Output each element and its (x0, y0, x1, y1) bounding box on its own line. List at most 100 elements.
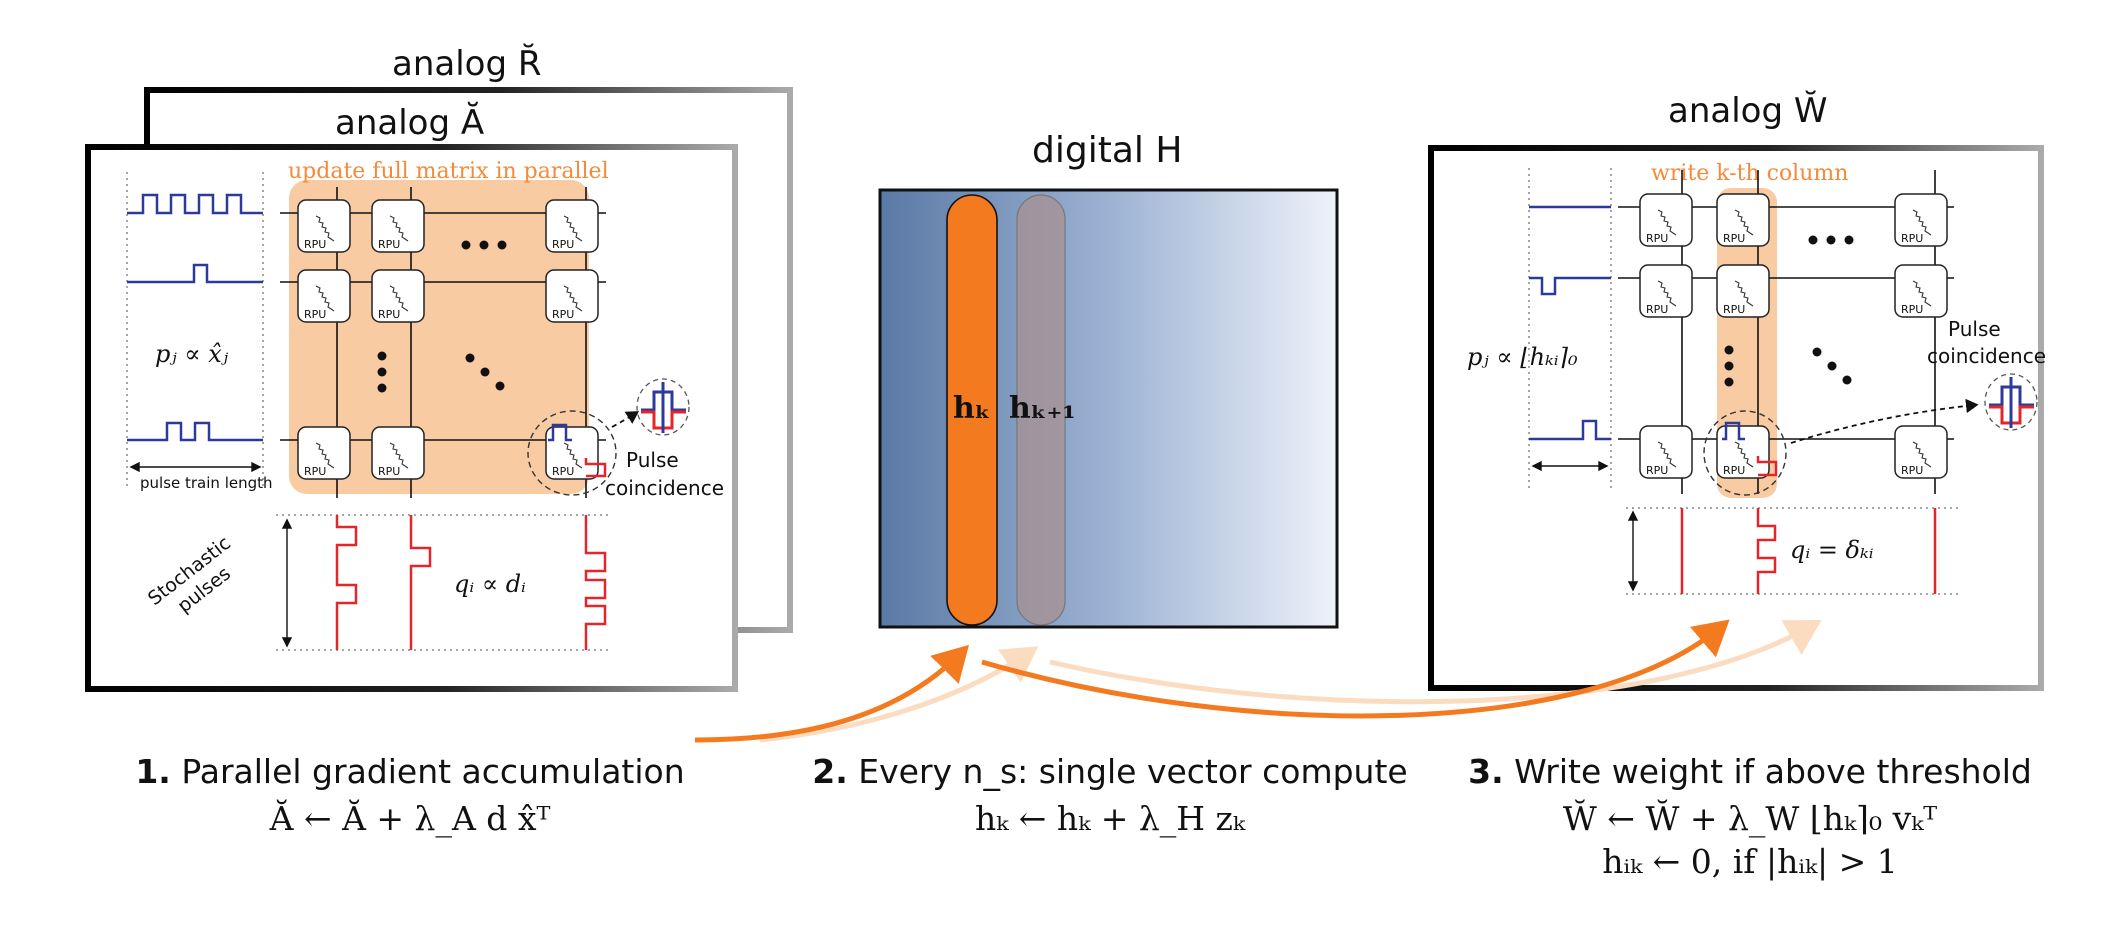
rpu-cell: RPU (1639, 425, 1693, 479)
step-2-caption: 2. Every n_s: single vector compute hₖ ←… (800, 752, 1420, 838)
rpu-cell: RPU (1894, 193, 1948, 247)
column-pulse-train (584, 515, 607, 650)
middle-panel: digital H hₖ hₖ₊₁ (878, 130, 1339, 629)
step-1-equation: Ă ← Ă + λ_A d x̂ᵀ (269, 799, 551, 838)
rpu-cell: RPU (371, 199, 425, 253)
flow-arrows (694, 619, 1822, 743)
right-coincidence-arrow (1790, 398, 1979, 444)
rpu-cell: RPU (1639, 264, 1693, 318)
rpu-cell: RPU (1716, 264, 1770, 318)
step-2-number: 2. (812, 752, 848, 791)
step-3-equation-2: hᵢₖ ← 0, if |hᵢₖ| > 1 (1602, 842, 1898, 881)
arrow-accumulate-to-h (694, 644, 970, 743)
rpu-cell: RPU (297, 199, 351, 253)
rpu-cell-label: RPU (1646, 303, 1668, 316)
write-column-label: write k-th column (1651, 161, 1848, 186)
rpu-cell-label: RPU (304, 238, 326, 251)
rpu-cell: RPU (1894, 425, 1948, 479)
rpu-cell-label: RPU (1723, 303, 1745, 316)
rpu-cell-label: RPU (1901, 464, 1923, 477)
right-coincidence-label-line2: coincidence (1927, 344, 2046, 368)
coincidence-icon (636, 378, 690, 436)
update-region (289, 180, 589, 494)
right-ellipsis-dots (1724, 235, 1854, 387)
rpu-cell-label: RPU (378, 238, 400, 251)
rpu-cell-label: RPU (1901, 232, 1923, 245)
rpu-cell-label: RPU (552, 308, 574, 321)
rpu-cell: RPU (545, 426, 599, 480)
arrow-h-to-w (981, 619, 1730, 719)
rpu-cell-label: RPU (552, 238, 574, 251)
rpu-cell: RPU (297, 426, 351, 480)
rpu-cell: RPU (1894, 264, 1948, 318)
blue-pulse-trains (127, 193, 263, 442)
rpu-cell-label: RPU (1723, 464, 1745, 477)
coincidence-blue-pulse (548, 423, 572, 442)
step-3-heading: 3. Write weight if above threshold (1440, 752, 2060, 791)
step-1-caption: 1. Parallel gradient accumulation Ă ← Ă … (120, 752, 700, 838)
coincidence-arrow (611, 411, 640, 428)
right-rpu-cell-grid: RPU RPU RPU RPU RPU RPU RPU RPU RPU (1639, 193, 1948, 479)
ellipsis-dots (377, 240, 507, 393)
right-blue-pulses (1529, 205, 1611, 441)
column-pulse-train (409, 515, 432, 650)
pulse-train-length-label: pulse train length (140, 474, 273, 492)
coincidence-label-line1: Pulse (626, 448, 679, 472)
digital-h-title: digital H (1032, 130, 1182, 171)
row-pulse-train (127, 193, 263, 215)
coincidence-highlight (527, 410, 617, 496)
right-red-pulses (1680, 508, 1937, 594)
rpu-cell-label: RPU (1723, 232, 1745, 245)
rpu-cell-label: RPU (1646, 464, 1668, 477)
red-pulse-trains (335, 515, 607, 650)
column-hk1 (1016, 194, 1066, 626)
rpu-cell-label: RPU (1901, 303, 1923, 316)
rpu-cell: RPU (371, 269, 425, 323)
step-2-text: Every n_s: single vector compute (858, 752, 1408, 791)
column-hk (946, 194, 998, 626)
front-frame-title: analog Ă (335, 102, 484, 143)
right-length-arrow (1531, 460, 1609, 472)
row-pulse-train (127, 263, 263, 284)
step-1-text: Parallel gradient accumulation (181, 752, 685, 791)
back-frame-title: analog R̆ (392, 44, 541, 84)
step-1-heading: 1. Parallel gradient accumulation (120, 752, 700, 791)
rpu-cell: RPU (1716, 193, 1770, 247)
step-2-heading: 2. Every n_s: single vector compute (800, 752, 1420, 791)
step-3-caption: 3. Write weight if above threshold W̆ ← … (1440, 752, 2060, 881)
step-3-equation-1: W̆ ← W̆ + λ_W ⌊hₖ⌉₀ vₖᵀ (1562, 799, 1938, 838)
right-coincidence-blue (1722, 421, 1745, 441)
step-2-equation: hₖ ← hₖ + λ_H zₖ (975, 799, 1245, 838)
row-probability-label: pⱼ ∝ x̂ⱼ (155, 340, 229, 368)
right-coincidence-highlight (1703, 410, 1787, 496)
analog-w-title: analog W̆ (1668, 91, 1827, 131)
coincidence-label-line2: coincidence (605, 476, 724, 500)
rpu-cell-label: RPU (378, 308, 400, 321)
rpu-cell-label: RPU (552, 465, 574, 478)
coincidence-red-pulse (584, 458, 607, 478)
right-coincidence-icon (1984, 373, 2038, 431)
rpu-cell-label: RPU (1646, 232, 1668, 245)
update-region-label: update full matrix in parallel (288, 159, 609, 184)
step-1-number: 1. (135, 752, 171, 791)
rpu-cell-label: RPU (378, 465, 400, 478)
rpu-cell: RPU (545, 269, 599, 323)
rpu-cell: RPU (545, 199, 599, 253)
stochastic-height-arrow (281, 518, 293, 648)
right-column-probability-label: qᵢ = δₖᵢ (1790, 536, 1874, 564)
right-coincidence-label-line1: Pulse (1948, 317, 2001, 341)
column-hk1-label: hₖ₊₁ (1009, 391, 1076, 426)
right-row-probability-label: pⱼ ∝ ⌊hₖᵢ⌉₀ (1467, 343, 1578, 371)
column-pulse-train (335, 515, 358, 650)
step-3-text: Write weight if above threshold (1514, 752, 2032, 791)
right-coincidence-red (1756, 456, 1778, 477)
pulse-length-arrow (129, 461, 262, 473)
rpu-cell: RPU (371, 426, 425, 480)
column-probability-label: qᵢ ∝ dᵢ (454, 570, 526, 598)
row-pulse-train (127, 421, 263, 442)
column-hk-label: hₖ (953, 391, 991, 426)
rpu-cell: RPU (1639, 193, 1693, 247)
